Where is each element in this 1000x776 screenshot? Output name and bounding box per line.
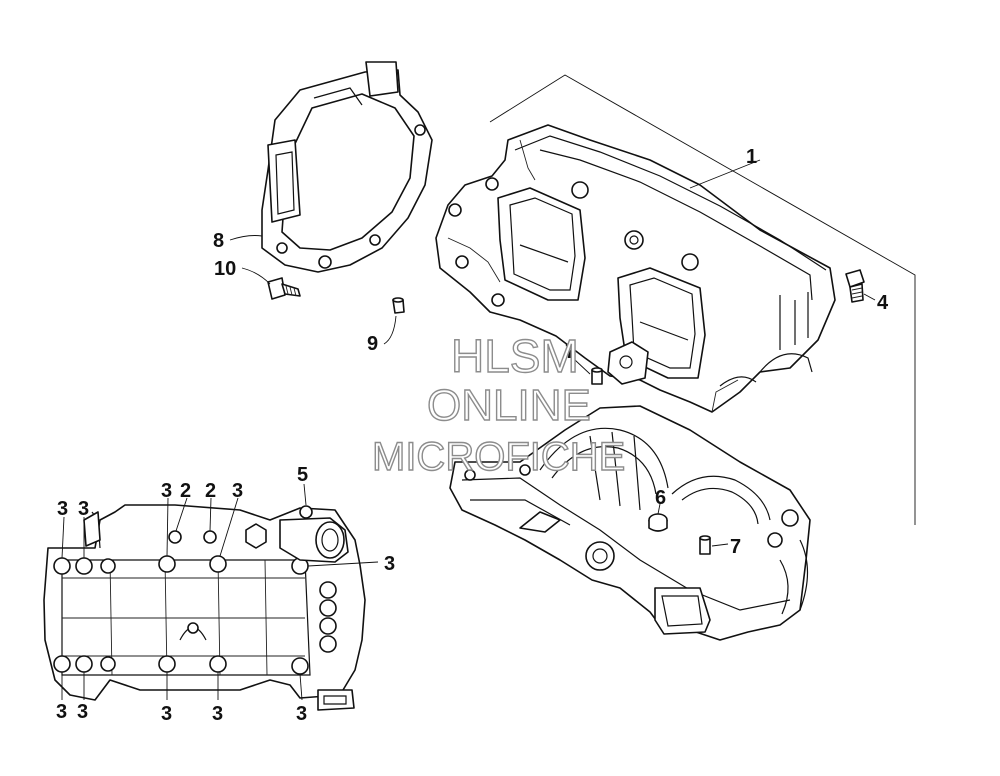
callout-3-bottom-4: 3 bbox=[212, 703, 223, 725]
callout-3-top-1: 3 bbox=[161, 480, 172, 502]
dowel-pin-9 bbox=[392, 297, 405, 314]
dowel-pin-7-upper bbox=[591, 367, 603, 385]
dowel-pin-7-lower bbox=[699, 535, 711, 555]
crankcase-bottom-view bbox=[43, 504, 366, 711]
callout-3-bottom-5: 3 bbox=[296, 703, 307, 725]
callout-4: 4 bbox=[877, 292, 889, 314]
watermark: HLSM ONLINE MICROFICHE bbox=[371, 329, 626, 479]
callout-3-right: 3 bbox=[384, 553, 395, 575]
cover-gasket bbox=[261, 61, 433, 273]
callout-3-top-2: 3 bbox=[232, 480, 243, 502]
callout-1: 1 bbox=[746, 146, 757, 168]
callout-3-bottom-1: 3 bbox=[56, 701, 67, 723]
callout-8: 8 bbox=[213, 230, 224, 252]
callout-3-top-left-2: 3 bbox=[78, 498, 89, 520]
callout-3-top-left-1: 3 bbox=[57, 498, 68, 520]
callout-2b: 2 bbox=[205, 480, 216, 502]
callout-2a: 2 bbox=[180, 480, 191, 502]
callout-6: 6 bbox=[655, 487, 666, 509]
assembly-bracket-1 bbox=[489, 74, 916, 525]
bolt-4 bbox=[845, 269, 865, 303]
leader-lines bbox=[61, 159, 876, 701]
callout-3-bottom-3: 3 bbox=[161, 703, 172, 725]
callout-3-bottom-2: 3 bbox=[77, 701, 88, 723]
upper-crankcase-half bbox=[435, 124, 836, 413]
watermark-line-3: MICROFICHE bbox=[372, 435, 625, 479]
seal-6 bbox=[648, 513, 668, 532]
lower-crankcase-half bbox=[449, 405, 811, 641]
callout-7b: 7 bbox=[730, 536, 741, 558]
callout-5: 5 bbox=[297, 464, 308, 486]
bolt-10 bbox=[267, 277, 301, 300]
watermark-line-1: HLSM bbox=[451, 330, 579, 382]
callout-9: 9 bbox=[367, 333, 378, 355]
watermark-line-2: ONLINE bbox=[427, 381, 591, 430]
callout-7a: 7 bbox=[565, 341, 576, 363]
callout-10: 10 bbox=[214, 258, 236, 280]
callout-labels: 1 2 2 3 3 3 3 3 3 3 3 3 3 4 5 6 7 7 8 9 … bbox=[56, 146, 889, 725]
